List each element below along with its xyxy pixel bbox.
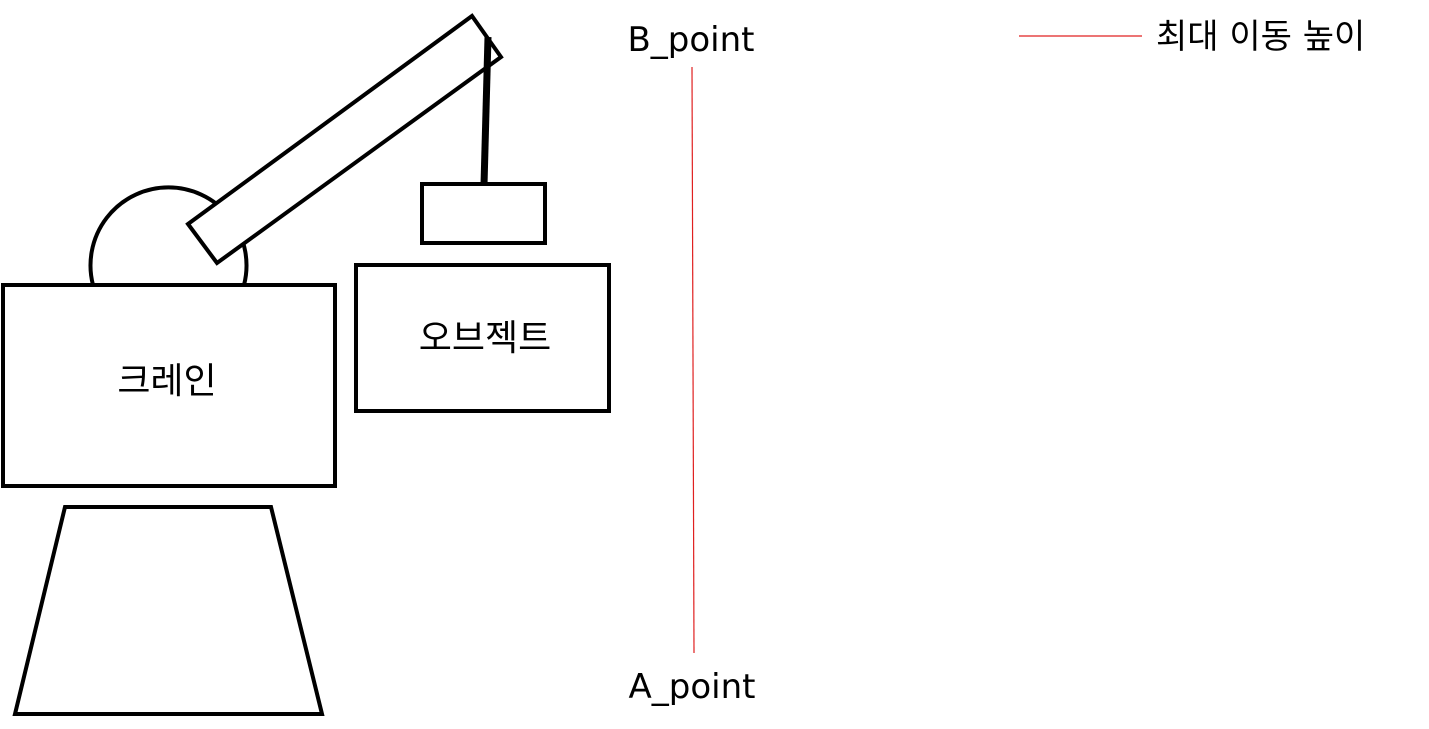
hoist-cable [480, 36, 492, 186]
crane-arm [185, 13, 504, 266]
object-label: 오브젝트 [419, 318, 551, 359]
object-box [354, 263, 611, 413]
legend-label: 최대 이동 높이 [1156, 17, 1365, 57]
crane-base [12, 505, 325, 716]
a-point-label: A_point [629, 667, 756, 707]
crane-body [1, 283, 337, 488]
b-point-label: B_point [627, 20, 754, 60]
max-height-line [691, 66, 695, 654]
gripper-block [420, 182, 547, 245]
crane-label: 크레인 [117, 361, 216, 402]
